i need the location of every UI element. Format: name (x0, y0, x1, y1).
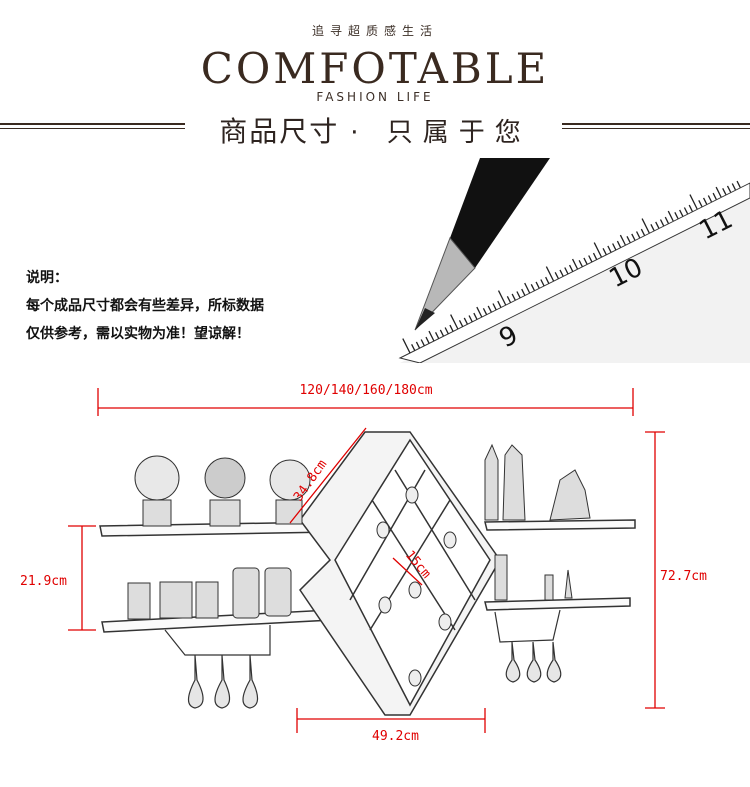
slogan: 追寻超质感生活 (311, 24, 438, 38)
ruler-tick (434, 332, 440, 339)
ruler-tick (712, 192, 717, 200)
ruler-tick (568, 264, 574, 272)
ruler-tick (487, 305, 492, 313)
ruler-tick (683, 207, 689, 215)
tagline: FASHION LIFE (316, 90, 434, 104)
ruler-tick (497, 290, 507, 306)
disclaimer-note: 说明： 每个成品尺寸都会有些差异，所标数据 仅供参考，需以实物为准！望谅解！ (26, 264, 264, 348)
ruler-tick (702, 197, 708, 205)
ruler-tick (715, 186, 722, 198)
ruler-tick (726, 185, 732, 193)
wine-rack-drawing: 120/140/160/180cm 21.9cm 72.7cm 49.2cm 3… (20, 383, 707, 744)
ruler-tick (592, 252, 598, 260)
divider-left-thin (0, 128, 185, 129)
diamond-rack (299, 431, 501, 716)
ruler-tick (516, 291, 521, 299)
section-subtitle: · 只属于您 (350, 118, 531, 148)
section-title: 商品尺寸 (219, 115, 340, 148)
ruler-tick (482, 308, 488, 315)
ruler-tick (736, 180, 741, 188)
brand-logo: COMFOTABLE (200, 44, 550, 93)
ruler-tick (444, 327, 449, 335)
ruler-tick (602, 248, 607, 255)
ruler-tick (428, 330, 435, 342)
note-line-2: 仅供参考，需以实物为准！望谅解！ (26, 326, 250, 342)
ruler-tick (707, 195, 713, 203)
ruler-tick (545, 266, 555, 282)
glass-holders (164, 609, 562, 709)
ruler-tick (450, 314, 459, 330)
ruler-tick (411, 344, 416, 351)
ruler-tick (688, 204, 693, 212)
ruler-tick (468, 315, 473, 323)
ruler-tick (463, 317, 469, 325)
ruler-tick (626, 236, 631, 243)
ruler-tick (449, 324, 454, 332)
ruler-tick (616, 240, 622, 248)
ruler-tick (607, 245, 612, 253)
rack-bottles (376, 486, 457, 687)
ruler-tick (640, 228, 646, 236)
ruler-tick (664, 216, 670, 224)
ruler-tick (583, 257, 588, 265)
ruler-tick (497, 300, 502, 308)
divider-left (0, 123, 185, 125)
pencil-ruler-illustration: 9 10 11 (398, 158, 750, 363)
ruler-tick (521, 288, 526, 296)
ruler-tick (545, 276, 550, 284)
ruler-tick (524, 282, 531, 294)
ruler-tick (731, 183, 737, 191)
ruler-tick (402, 338, 411, 354)
ruler-tick (722, 188, 727, 195)
pencil-icon (414, 158, 550, 331)
ruler-tick (511, 293, 516, 301)
ruler-tick (476, 306, 483, 318)
ruler-tick (535, 281, 540, 289)
ruler-tick (635, 231, 641, 239)
ruler-tick (458, 320, 464, 327)
ruler-tick (559, 269, 564, 277)
decor-items (127, 443, 591, 620)
ruler-tick (530, 284, 536, 291)
ruler-tick (641, 218, 650, 234)
ruler-tick (473, 312, 478, 320)
ruler-tick (420, 339, 425, 347)
ruler-tick (667, 210, 674, 222)
total-width-label: 120/140/160/180cm (299, 383, 432, 398)
ruler-tick (593, 242, 603, 258)
note-line-1: 每个成品尺寸都会有些差异，所标数据 (26, 298, 264, 314)
ruler-tick (554, 272, 559, 279)
ruler-tick (631, 233, 636, 241)
rack-width-label: 49.2cm (372, 729, 419, 744)
ruler-tick (689, 194, 698, 210)
ruler-tick (659, 219, 665, 227)
divider-right (562, 123, 750, 125)
ruler-tick (506, 296, 512, 303)
shelf-gap-label: 21.9cm (20, 574, 67, 589)
ruler-tick (425, 336, 430, 344)
dimension-lines (68, 388, 665, 733)
ruler-tick (492, 303, 497, 311)
ruler-tick (674, 212, 679, 219)
note-title: 说明： (26, 270, 68, 286)
ruler-tick (578, 260, 583, 267)
ruler-tick (415, 341, 421, 349)
ruler-tick (619, 234, 626, 246)
ruler-tick (650, 224, 655, 231)
ruler-tick (679, 209, 684, 217)
total-height-label: 72.7cm (660, 569, 707, 584)
ruler-tick (655, 221, 660, 229)
ruler-tick (588, 255, 593, 263)
ruler-tick (540, 279, 545, 287)
divider-right-thin (562, 128, 750, 129)
ruler-tick (439, 329, 445, 337)
section-heading: 商品尺寸 · 只属于您 (0, 110, 750, 150)
ruler-tick (564, 267, 569, 275)
ruler-tick (571, 258, 579, 270)
ruler-tick (612, 243, 617, 251)
ruler-tick (698, 200, 703, 207)
